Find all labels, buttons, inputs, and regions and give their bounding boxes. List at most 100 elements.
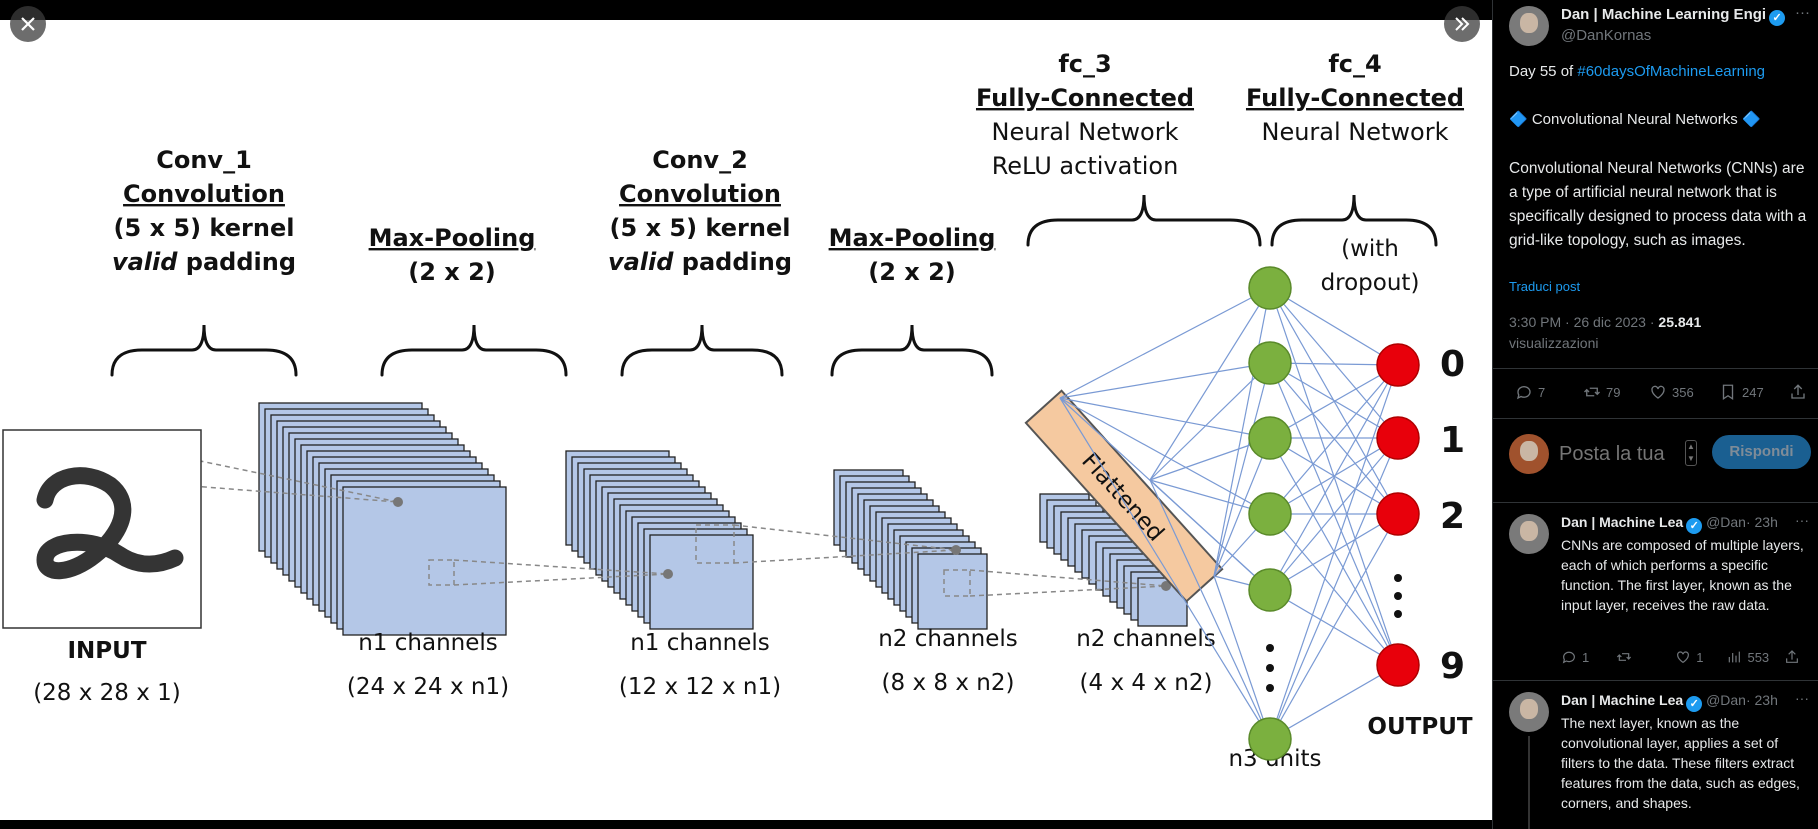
svg-text:1: 1: [1440, 420, 1465, 461]
verified-icon: ✓: [1686, 696, 1703, 712]
reply-text: CNNs are composed of multiple layers, ea…: [1561, 537, 1804, 613]
reply-submit-button[interactable]: Rispondi: [1712, 435, 1811, 469]
hidden-neuron: [1248, 416, 1292, 460]
close-icon: [21, 17, 35, 31]
svg-text:(5 x 5) kernel: (5 x 5) kernel: [610, 214, 791, 242]
svg-text:(with: (with: [1341, 236, 1399, 262]
post-heading: 🔷 Convolutional Neural Networks 🔷: [1509, 111, 1761, 128]
reply-icon: [1516, 386, 1531, 400]
svg-text:fc_4: fc_4: [1328, 50, 1381, 78]
svg-text:Fully-Connected: Fully-Connected: [976, 84, 1194, 112]
pool1-header: Max-Pooling (2 x 2): [369, 224, 536, 286]
svg-text:(5 x 5) kernel: (5 x 5) kernel: [114, 214, 295, 242]
reply-repost-button[interactable]: [1616, 649, 1632, 665]
like-button[interactable]: 356: [1649, 383, 1694, 401]
svg-text:ReLU activation: ReLU activation: [992, 152, 1179, 180]
chevrons-right-icon: [1455, 17, 1470, 31]
conv2-brace: [620, 324, 784, 377]
collapse-panel-button[interactable]: [1444, 6, 1480, 42]
hidden-neuron: [1248, 341, 1292, 385]
share-icon: [1786, 650, 1799, 663]
svg-text:Fully-Connected: Fully-Connected: [1246, 84, 1464, 112]
svg-text:Neural Network: Neural Network: [1261, 118, 1448, 146]
digit-two-glyph: [36, 467, 184, 580]
repost-icon: [1584, 387, 1600, 397]
pool1-brace: [380, 324, 568, 377]
reply-reply-button[interactable]: 1: [1561, 649, 1589, 665]
pool2-brace: [830, 324, 994, 377]
input-image: [2, 429, 202, 629]
layer-1-dimensions: (24 x 24 x n1): [347, 674, 509, 700]
reply-author[interactable]: Dan | Machine Lea✓ @Dan· 23h: [1561, 514, 1778, 534]
output-neuron: [1376, 343, 1420, 387]
translate-link[interactable]: Traduci post: [1509, 279, 1581, 294]
share-icon: [1791, 384, 1805, 399]
reply-share-button[interactable]: [1784, 649, 1800, 665]
dropout-note: (with dropout): [1321, 236, 1420, 296]
fc4-header: fc_4 Fully-Connected Neural Network: [1246, 50, 1464, 146]
svg-text:(2 x 2): (2 x 2): [408, 258, 496, 286]
layer-3-dimensions: (8 x 8 x n2): [882, 670, 1015, 696]
reply-button[interactable]: 7: [1515, 383, 1545, 401]
reply-input[interactable]: [1559, 436, 1671, 472]
reply-text: The next layer, known as the convolution…: [1561, 715, 1800, 811]
bookmark-button[interactable]: 247: [1719, 383, 1764, 401]
hidden-ellipsis: [1266, 644, 1274, 692]
post-first-line: Day 55 of #60daysOfMachineLearning: [1509, 63, 1765, 80]
author-name[interactable]: Dan | Machine Learning Engi✓: [1561, 6, 1791, 26]
fc3-brace: [1026, 194, 1262, 247]
svg-text:fc_3: fc_3: [1058, 50, 1111, 78]
verified-icon: ✓: [1769, 10, 1786, 26]
bar-chart-icon: [1729, 651, 1741, 663]
reply-like-button[interactable]: 1: [1675, 649, 1703, 665]
reply-views-button[interactable]: 553: [1726, 649, 1769, 665]
cnn-diagram: INPUT (28 x 28 x 1) Conv_1 Convolution (…: [2, 50, 1473, 772]
feature-maps-pool2: [1039, 493, 1188, 627]
author-handle[interactable]: @DanKornas: [1561, 27, 1652, 44]
svg-text:0: 0: [1440, 344, 1465, 385]
layer-2-channels: n1 channels: [630, 630, 770, 656]
bookmark-icon: [1722, 384, 1734, 401]
layer-captions: n1 channels (24 x 24 x n1) n1 channels (…: [347, 626, 1322, 772]
layer-4-channels: n2 channels: [1076, 626, 1216, 652]
post-panel: Dan | Machine Learning Engi✓ @DanKornas …: [1492, 0, 1818, 829]
verified-icon: ✓: [1686, 518, 1703, 534]
share-button[interactable]: [1789, 383, 1807, 401]
svg-text:valid padding: valid padding: [112, 248, 296, 276]
hidden-neuron: [1248, 717, 1292, 761]
feature-maps-pool1: [565, 450, 754, 630]
reply-more-button[interactable]: ···: [1795, 512, 1809, 528]
hidden-neuron: [1248, 568, 1292, 612]
output-neuron: [1376, 492, 1420, 536]
output-labels: 0 1 2 9: [1440, 344, 1465, 687]
hashtag-link[interactable]: #60daysOfMachineLearning: [1577, 63, 1765, 80]
author-avatar[interactable]: [1509, 6, 1549, 46]
conv1-brace: [110, 324, 298, 377]
repost-button[interactable]: 79: [1583, 383, 1620, 401]
reply-more-button[interactable]: ···: [1795, 690, 1809, 706]
output-ellipsis: [1394, 574, 1402, 618]
svg-text:Conv_1: Conv_1: [156, 146, 252, 174]
input-label: INPUT: [67, 638, 146, 664]
fc3-header: fc_3 Fully-Connected Neural Network ReLU…: [976, 50, 1194, 180]
post-more-button[interactable]: ···: [1795, 4, 1810, 21]
svg-text:Convolution: Convolution: [619, 180, 781, 208]
conv1-header: Conv_1 Convolution (5 x 5) kernel valid …: [112, 146, 296, 276]
reply-avatar[interactable]: [1509, 692, 1549, 732]
output-label: OUTPUT: [1367, 714, 1472, 740]
reply-author[interactable]: Dan | Machine Lea✓ @Dan· 23h: [1561, 692, 1778, 712]
layer-2-dimensions: (12 x 12 x n1): [619, 674, 781, 700]
close-button[interactable]: [10, 6, 46, 42]
my-avatar: [1509, 434, 1549, 474]
fc4-brace: [1270, 194, 1438, 247]
input-dimensions: (28 x 28 x 1): [33, 680, 181, 706]
input-scroll-stepper[interactable]: ▲▼: [1685, 440, 1697, 466]
reply-avatar[interactable]: [1509, 514, 1549, 554]
feature-maps-conv1: [258, 402, 507, 636]
reply-actions: 1 1 553: [1561, 649, 1811, 665]
heart-icon: [1677, 651, 1690, 664]
svg-text:dropout): dropout): [1321, 270, 1420, 296]
output-neuron: [1376, 416, 1420, 460]
reply-icon: [1562, 651, 1575, 664]
